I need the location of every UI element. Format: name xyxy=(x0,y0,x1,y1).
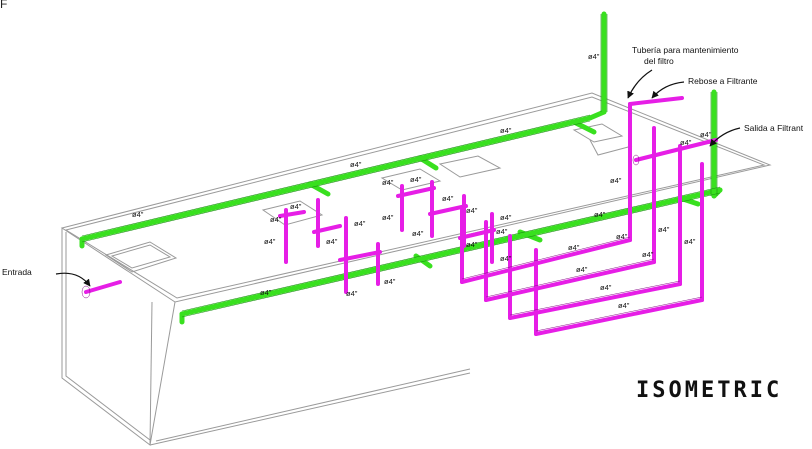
tank-outline xyxy=(60,92,772,446)
pipe-size-label: ø4" xyxy=(658,225,670,234)
pipe-size-label: ø4" xyxy=(610,176,622,185)
pipe-size-label: ø4" xyxy=(260,288,272,297)
pipe-size-label: ø4" xyxy=(600,283,612,292)
pipe-size-label: ø4" xyxy=(616,232,628,241)
pipe-size-label: ø4" xyxy=(382,178,394,187)
pipe-size-label: ø4" xyxy=(350,160,362,169)
drawing-title: ISOMETRIC xyxy=(636,378,783,403)
pipe-size-label: ø4" xyxy=(442,194,454,203)
pipe-size-label: ø4" xyxy=(410,175,422,184)
pipe-size-label: ø4" xyxy=(354,219,366,228)
label-salida: Salida a Filtrant xyxy=(744,123,804,133)
pipe-size-label: ø4" xyxy=(500,126,512,135)
label-mantenimiento-line1: Tubería para mantenimiento xyxy=(632,45,739,55)
pipe-size-label: ø4" xyxy=(594,210,606,219)
pipe-size-label: ø4" xyxy=(642,250,654,259)
label-rebose: Rebose a Filtrante xyxy=(688,76,758,86)
pipe-size-label: ø4" xyxy=(500,254,512,263)
pipe-size-label: ø4" xyxy=(382,213,394,222)
pipe-size-label: ø4" xyxy=(576,265,588,274)
pipe-size-label: ø4" xyxy=(412,229,424,238)
pipe-size-label: ø4" xyxy=(384,277,396,286)
pipe-size-label: ø4" xyxy=(290,202,302,211)
label-mantenimiento-line2: del filtro xyxy=(644,56,674,66)
pipe-size-label: ø4" xyxy=(568,243,580,252)
leader-arrows xyxy=(55,69,741,287)
corner-mark: F xyxy=(0,0,8,11)
pipe-size-label: ø4" xyxy=(326,237,338,246)
pipe-size-label: ø4" xyxy=(264,237,276,246)
green-pipes xyxy=(79,11,723,325)
pipe-size-label: ø4" xyxy=(680,138,692,147)
pipe-size-label: ø4" xyxy=(588,52,600,61)
pipe-size-label: ø4" xyxy=(684,237,696,246)
pipe-size-label: ø4" xyxy=(346,289,358,298)
pipe-size-label: ø4" xyxy=(496,227,508,236)
pipe-size-label: ø4" xyxy=(270,215,282,224)
pipe-size-label: ø4" xyxy=(466,206,478,215)
pipe-size-label: ø4" xyxy=(700,130,712,139)
pipe-size-label: ø4" xyxy=(466,240,478,249)
pipe-size-label: ø4" xyxy=(132,210,144,219)
label-entrada: Entrada xyxy=(2,267,32,277)
magenta-pipe-outline xyxy=(81,154,703,332)
magenta-pipes xyxy=(84,96,718,336)
pipe-size-label: ø4" xyxy=(618,301,630,310)
pipe-size-label: ø4" xyxy=(500,213,512,222)
